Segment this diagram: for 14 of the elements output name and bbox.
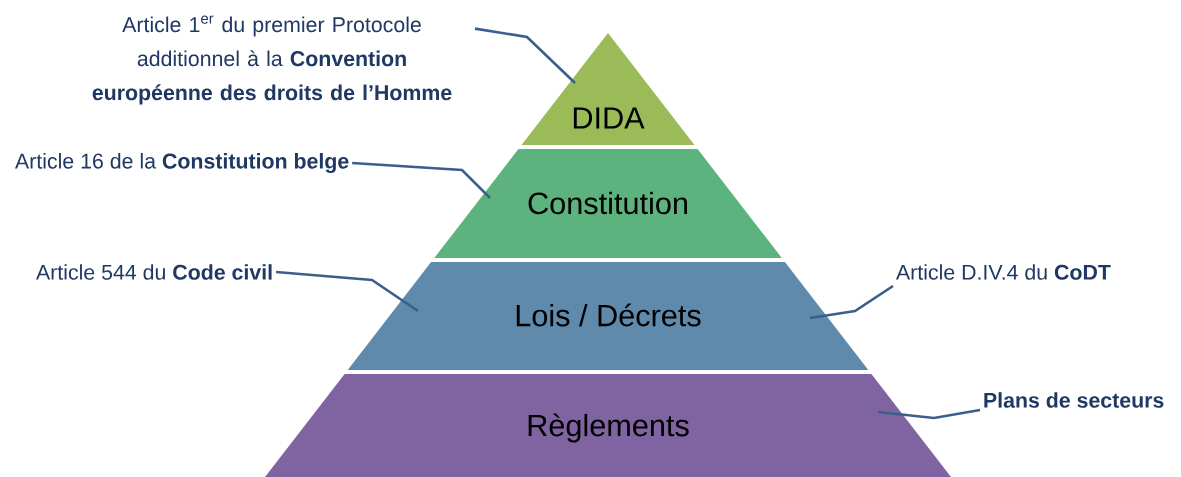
pyramid-tier: Constitution xyxy=(434,149,782,258)
callout-text: Plans de secteurs xyxy=(984,392,1164,408)
callout-text: Article 1$^{er}$ du premier Protocole additionnel à la Convention européenne des droits de l’Homme xyxy=(92,15,452,105)
leader-line xyxy=(352,161,491,199)
callout-text: Article D.IV.4 du CoDT xyxy=(896,264,1111,280)
leader-line xyxy=(275,270,419,313)
pyramid-tier: Règlements xyxy=(265,374,951,477)
pyramid-tier: DIDA xyxy=(521,33,695,145)
callout-text: Article 544 du Code civil xyxy=(36,264,272,280)
leader-line xyxy=(474,27,576,84)
leader-line xyxy=(877,408,981,420)
callout-text: Article 16 de la Constitution belge xyxy=(15,153,349,173)
leader-line xyxy=(809,284,894,320)
pyramid-tier: Lois / Décrets xyxy=(347,262,869,370)
